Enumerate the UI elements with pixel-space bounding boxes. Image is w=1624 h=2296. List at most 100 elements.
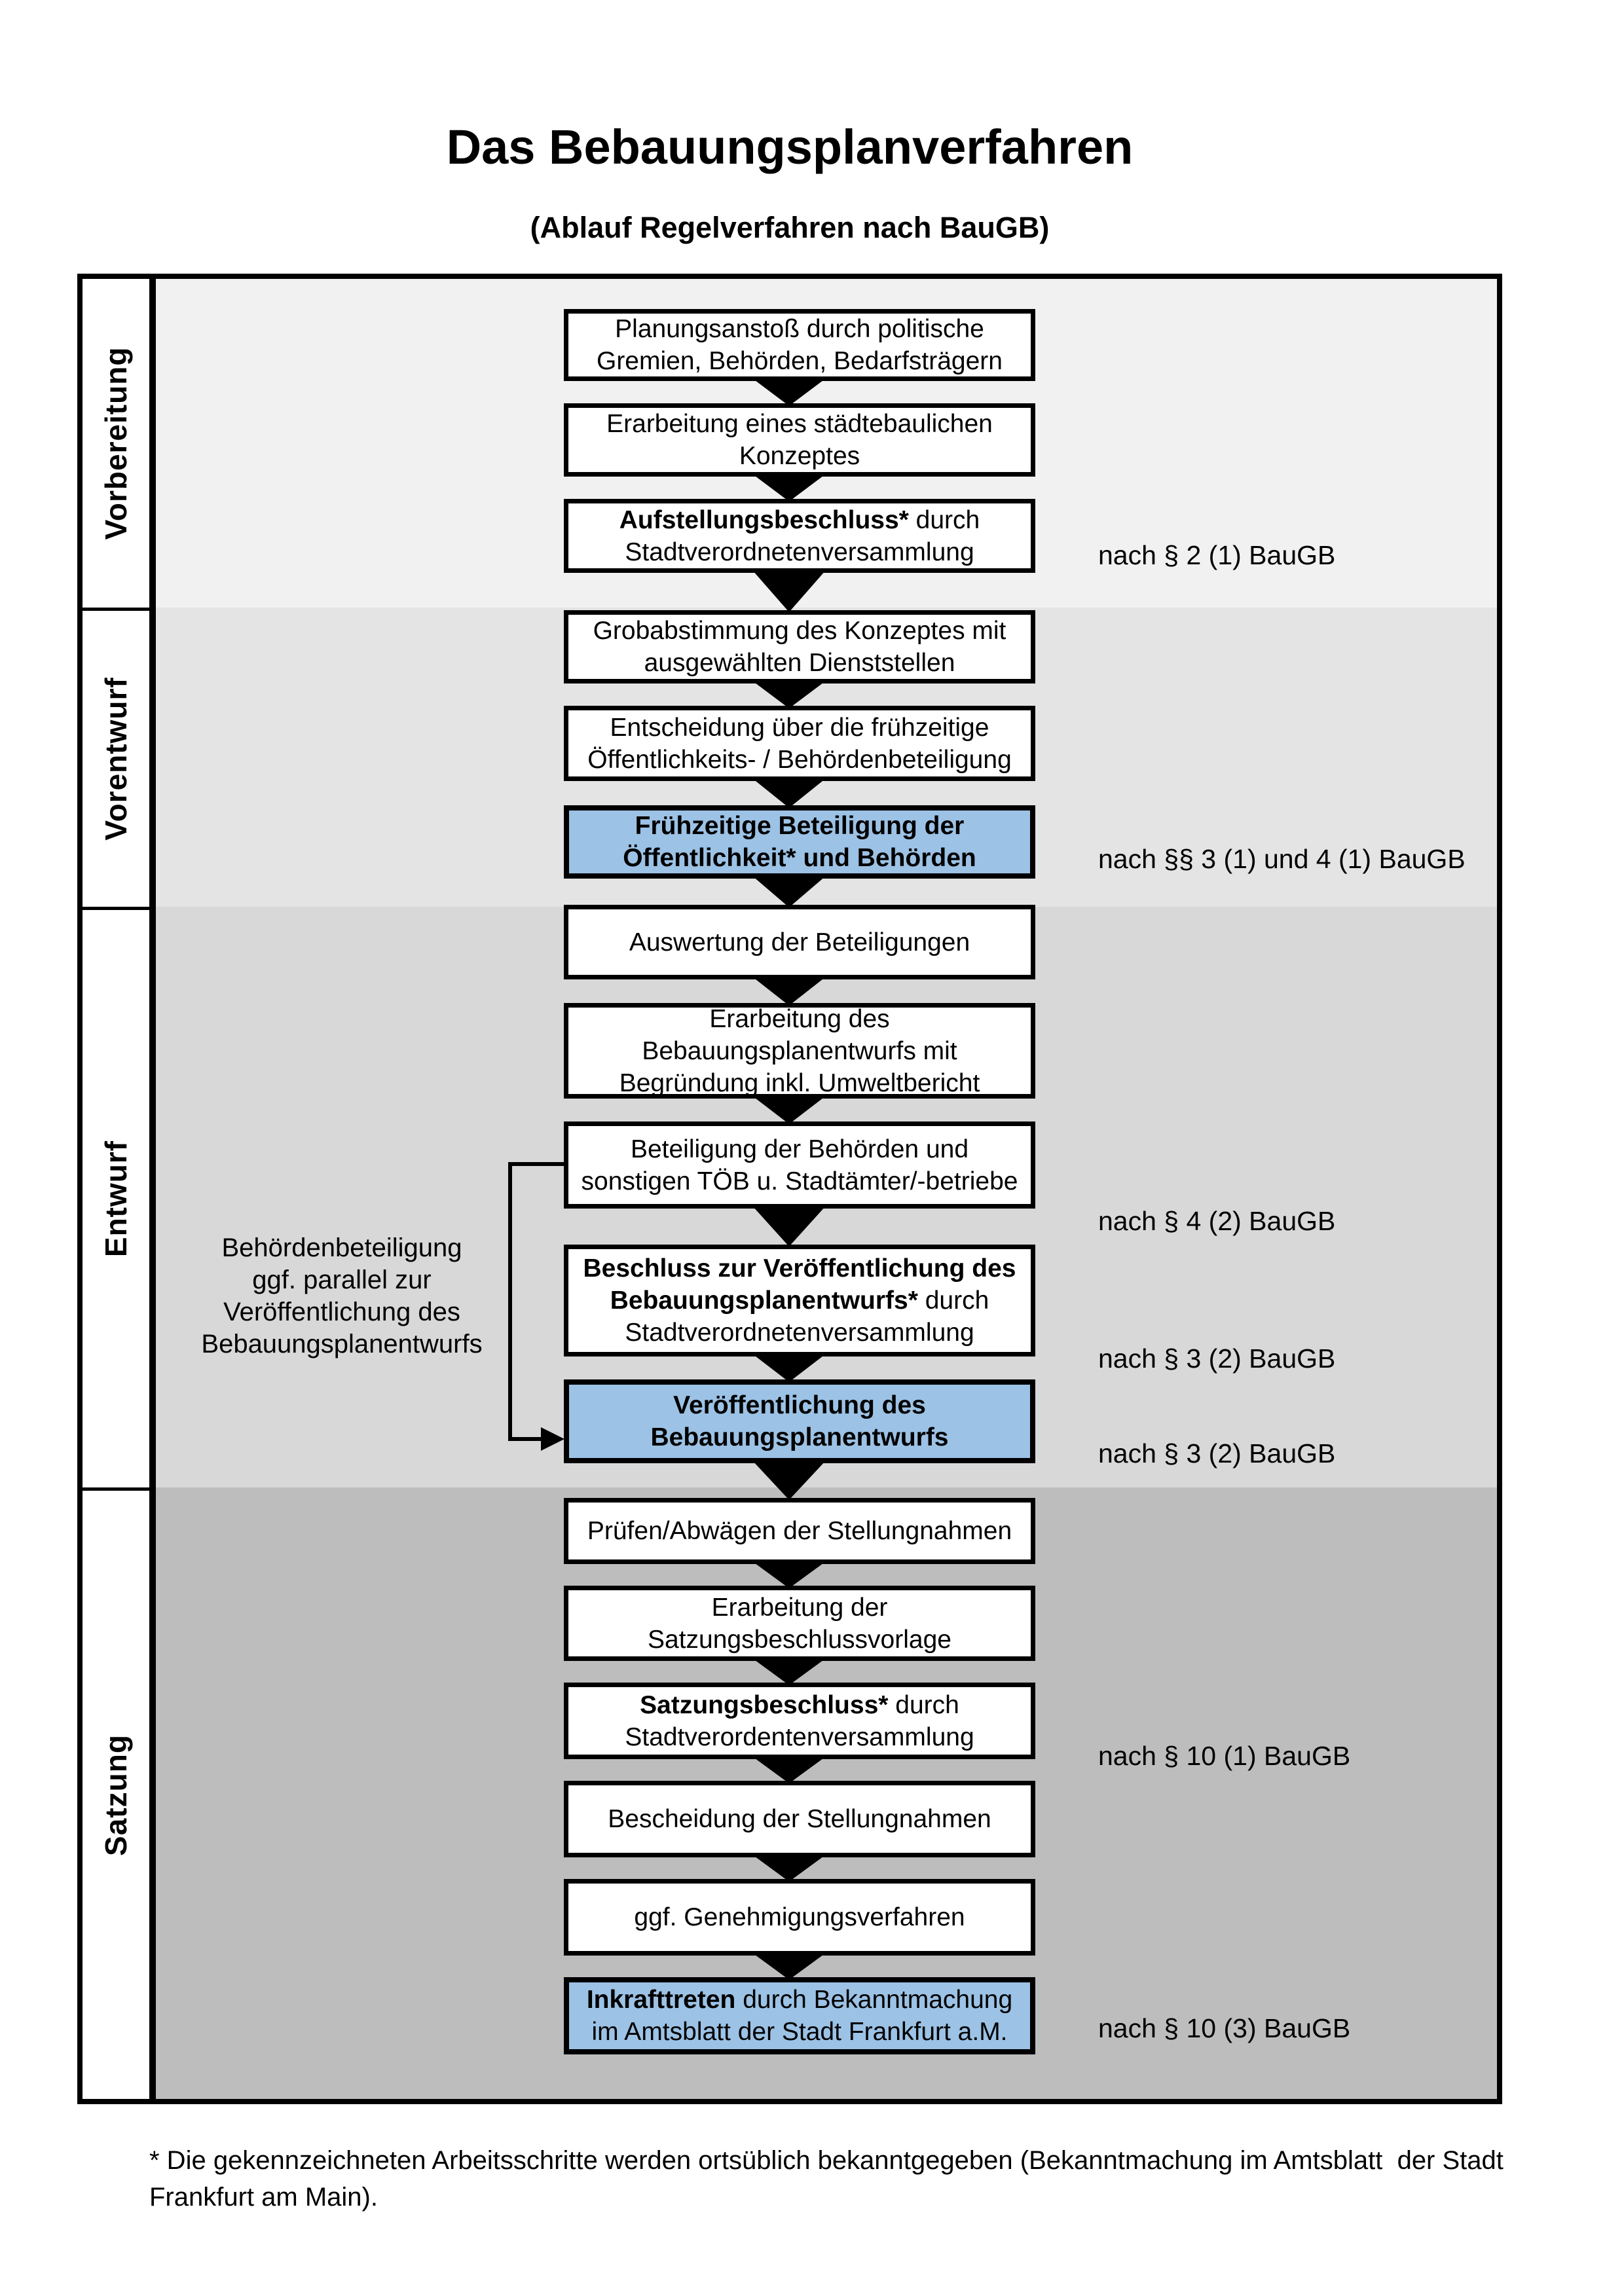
box-text: Bescheidung der Stellungnahmen bbox=[608, 1805, 991, 1833]
phase-label-entwurf: Entwurf bbox=[99, 1140, 133, 1258]
phase-label-satzung: Satzung bbox=[99, 1734, 133, 1856]
arrow-down-icon bbox=[752, 876, 826, 907]
legal-note: nach § 10 (1) BauGB bbox=[1098, 1741, 1351, 1771]
box-line: Stadtverordnetenversammlung bbox=[625, 536, 974, 568]
box-text-bold: Satzungsbeschluss* bbox=[640, 1690, 889, 1719]
phase-label-vorbereitung: Vorbereitung bbox=[99, 346, 133, 540]
phase-column-divider bbox=[149, 279, 156, 2099]
step-behoerdenbeteiligung: Beteiligung der Behörden und sonstigen T… bbox=[564, 1121, 1035, 1209]
box-text: durch bbox=[908, 505, 980, 534]
connector-top-line bbox=[508, 1162, 564, 1166]
box-text: Erarbeitung der bbox=[711, 1593, 888, 1622]
box-text: Erarbeitung des bbox=[709, 1004, 890, 1033]
arrow-down-icon bbox=[752, 1855, 826, 1882]
box-text-bold: Bebauungsplanentwurfs* bbox=[610, 1286, 918, 1315]
step-planungsanstoss: Planungsanstoß durch politische Gremien,… bbox=[564, 309, 1035, 381]
box-line: Gremien, Behörden, Bedarfsträgern bbox=[597, 345, 1003, 377]
page-subtitle: (Ablauf Regelverfahren nach BauGB) bbox=[530, 211, 1050, 244]
phase-cell-satzung: Satzung bbox=[83, 1487, 149, 2099]
parallel-annotation: Behördenbeteiligung ggf. parallel zur Ve… bbox=[178, 1232, 506, 1360]
box-line: Erarbeitung des bbox=[709, 1003, 889, 1035]
arrow-down-icon bbox=[752, 1757, 826, 1783]
box-text: Planungsanstoß durch politische bbox=[615, 315, 984, 343]
step-fruehzeitige-beteiligung: Frühzeitige Beteiligung der Öffentlichke… bbox=[564, 805, 1035, 879]
box-line: Veröffentlichung des bbox=[673, 1389, 926, 1421]
arrow-down-icon bbox=[752, 474, 826, 501]
footnote-line: Frankfurt am Main). bbox=[149, 2183, 378, 2212]
box-line: Beschluss zur Veröffentlichung des bbox=[583, 1252, 1016, 1285]
box-text: Konzeptes bbox=[739, 442, 860, 470]
step-aufstellungsbeschluss: Aufstellungsbeschluss* durch Stadtverord… bbox=[564, 499, 1035, 573]
box-line: Grobabstimmung des Konzeptes mit bbox=[593, 615, 1006, 647]
step-veroeffentlichungsbeschluss: Beschluss zur Veröffentlichung des Bebau… bbox=[564, 1245, 1035, 1357]
box-text-bold: Bebauungsplanentwurfs bbox=[650, 1423, 949, 1451]
box-text: Begründung inkl. Umweltbericht bbox=[619, 1068, 980, 1097]
step-grobabstimmung: Grobabstimmung des Konzeptes mit ausgewä… bbox=[564, 610, 1035, 683]
arrow-down-icon bbox=[752, 1461, 826, 1500]
box-text: Öffentlichkeits- / Behördenbeteiligung bbox=[587, 745, 1012, 774]
step-bescheidung: Bescheidung der Stellungnahmen bbox=[564, 1781, 1035, 1857]
connector-bottom-line bbox=[508, 1437, 542, 1441]
footnote-line: * Die gekennzeichneten Arbeitsschritte w… bbox=[149, 2146, 1504, 2175]
box-line: ggf. Genehmigungsverfahren bbox=[634, 1901, 965, 1933]
box-line: Erarbeitung eines städtebaulichen bbox=[606, 408, 993, 440]
step-entwurf-erarbeitung: Erarbeitung des Bebauungsplanentwurfs mi… bbox=[564, 1003, 1035, 1099]
arrow-down-icon bbox=[752, 778, 826, 808]
box-line: Beteiligung der Behörden und bbox=[631, 1133, 969, 1165]
arrow-down-icon bbox=[752, 977, 826, 1006]
box-text: Entscheidung über die frühzeitige bbox=[610, 713, 989, 742]
arrow-down-icon bbox=[752, 681, 826, 708]
box-text: Satzungsbeschlussvorlage bbox=[648, 1625, 951, 1654]
box-line: Planungsanstoß durch politische bbox=[615, 313, 984, 345]
arrow-down-icon bbox=[752, 1354, 826, 1382]
box-line: Konzeptes bbox=[739, 440, 860, 472]
step-satzungsbeschluss: Satzungsbeschluss* durch Stadtverordente… bbox=[564, 1683, 1035, 1759]
box-text: Bebauungsplanentwurfs mit bbox=[642, 1036, 957, 1065]
box-text: Gremien, Behörden, Bedarfsträgern bbox=[596, 347, 1003, 375]
box-line: Bebauungsplanentwurfs bbox=[650, 1421, 948, 1453]
arrow-down-icon bbox=[752, 570, 826, 612]
arrow-down-icon bbox=[752, 1561, 826, 1588]
box-line: Öffentlichkeit* und Behörden bbox=[623, 842, 976, 874]
phase-cell-vorentwurf: Vorentwurf bbox=[83, 608, 149, 907]
box-text-bold: Beschluss zur Veröffentlichung des bbox=[583, 1254, 1016, 1283]
phase-column: Vorbereitung Vorentwurf Entwurf Satzung bbox=[83, 279, 149, 2099]
box-text-bold: Frühzeitige Beteiligung der bbox=[635, 812, 965, 840]
box-text: Erarbeitung eines städtebaulichen bbox=[606, 410, 993, 438]
step-veroeffentlichung: Veröffentlichung des Bebauungsplanentwur… bbox=[564, 1379, 1035, 1463]
legal-note: nach § 3 (2) BauGB bbox=[1098, 1343, 1336, 1374]
annotation-line: Bebauungsplanentwurfs bbox=[201, 1330, 483, 1358]
annotation-line: Veröffentlichung des bbox=[223, 1298, 460, 1326]
step-genehmigungsverfahren: ggf. Genehmigungsverfahren bbox=[564, 1879, 1035, 1956]
box-text-bold: Veröffentlichung des bbox=[673, 1391, 926, 1419]
page-title: Das Bebauungsplanverfahren bbox=[446, 120, 1134, 174]
connector-vertical-line bbox=[508, 1162, 512, 1441]
box-text: Stadtverordentenversammlung bbox=[625, 1722, 974, 1751]
box-text-bold: Öffentlichkeit* und Behörden bbox=[623, 844, 976, 872]
arrow-down-icon bbox=[752, 1096, 826, 1124]
box-line: Aufstellungsbeschluss* durch bbox=[619, 504, 980, 536]
box-line: sonstigen TÖB u. Stadtämter/-betriebe bbox=[581, 1165, 1018, 1197]
legal-note: nach §§ 3 (1) und 4 (1) BauGB bbox=[1098, 844, 1466, 874]
arrow-down-icon bbox=[752, 1953, 826, 1980]
annotation-line: ggf. parallel zur bbox=[252, 1266, 432, 1294]
box-text: Stadtverordnetenversammlung bbox=[625, 538, 974, 566]
box-line: Inkrafttreten durch Bekanntmachung bbox=[587, 1984, 1012, 2016]
box-line: Bescheidung der Stellungnahmen bbox=[608, 1803, 991, 1835]
box-line: Entscheidung über die frühzeitige bbox=[610, 712, 989, 744]
box-text: durch bbox=[888, 1690, 959, 1719]
step-satzungsvorlage: Erarbeitung der Satzungsbeschlussvorlage bbox=[564, 1586, 1035, 1661]
step-pruefen-abwaegen: Prüfen/Abwägen der Stellungnahmen bbox=[564, 1498, 1035, 1564]
box-line: Begründung inkl. Umweltbericht bbox=[619, 1067, 980, 1099]
box-line: Satzungsbeschlussvorlage bbox=[648, 1624, 951, 1656]
box-text: sonstigen TÖB u. Stadtämter/-betriebe bbox=[581, 1167, 1018, 1195]
box-line: Erarbeitung der bbox=[712, 1592, 888, 1624]
arrow-down-icon bbox=[752, 378, 826, 406]
box-line: Auswertung der Beteiligungen bbox=[629, 926, 970, 958]
box-text: Stadtverordnetenversammlung bbox=[625, 1319, 974, 1347]
box-line: Satzungsbeschluss* durch bbox=[640, 1689, 959, 1721]
legal-note: nach § 4 (2) BauGB bbox=[1098, 1206, 1336, 1236]
phase-cell-vorbereitung: Vorbereitung bbox=[83, 279, 149, 608]
box-text-bold: Inkrafttreten bbox=[586, 1986, 736, 2014]
